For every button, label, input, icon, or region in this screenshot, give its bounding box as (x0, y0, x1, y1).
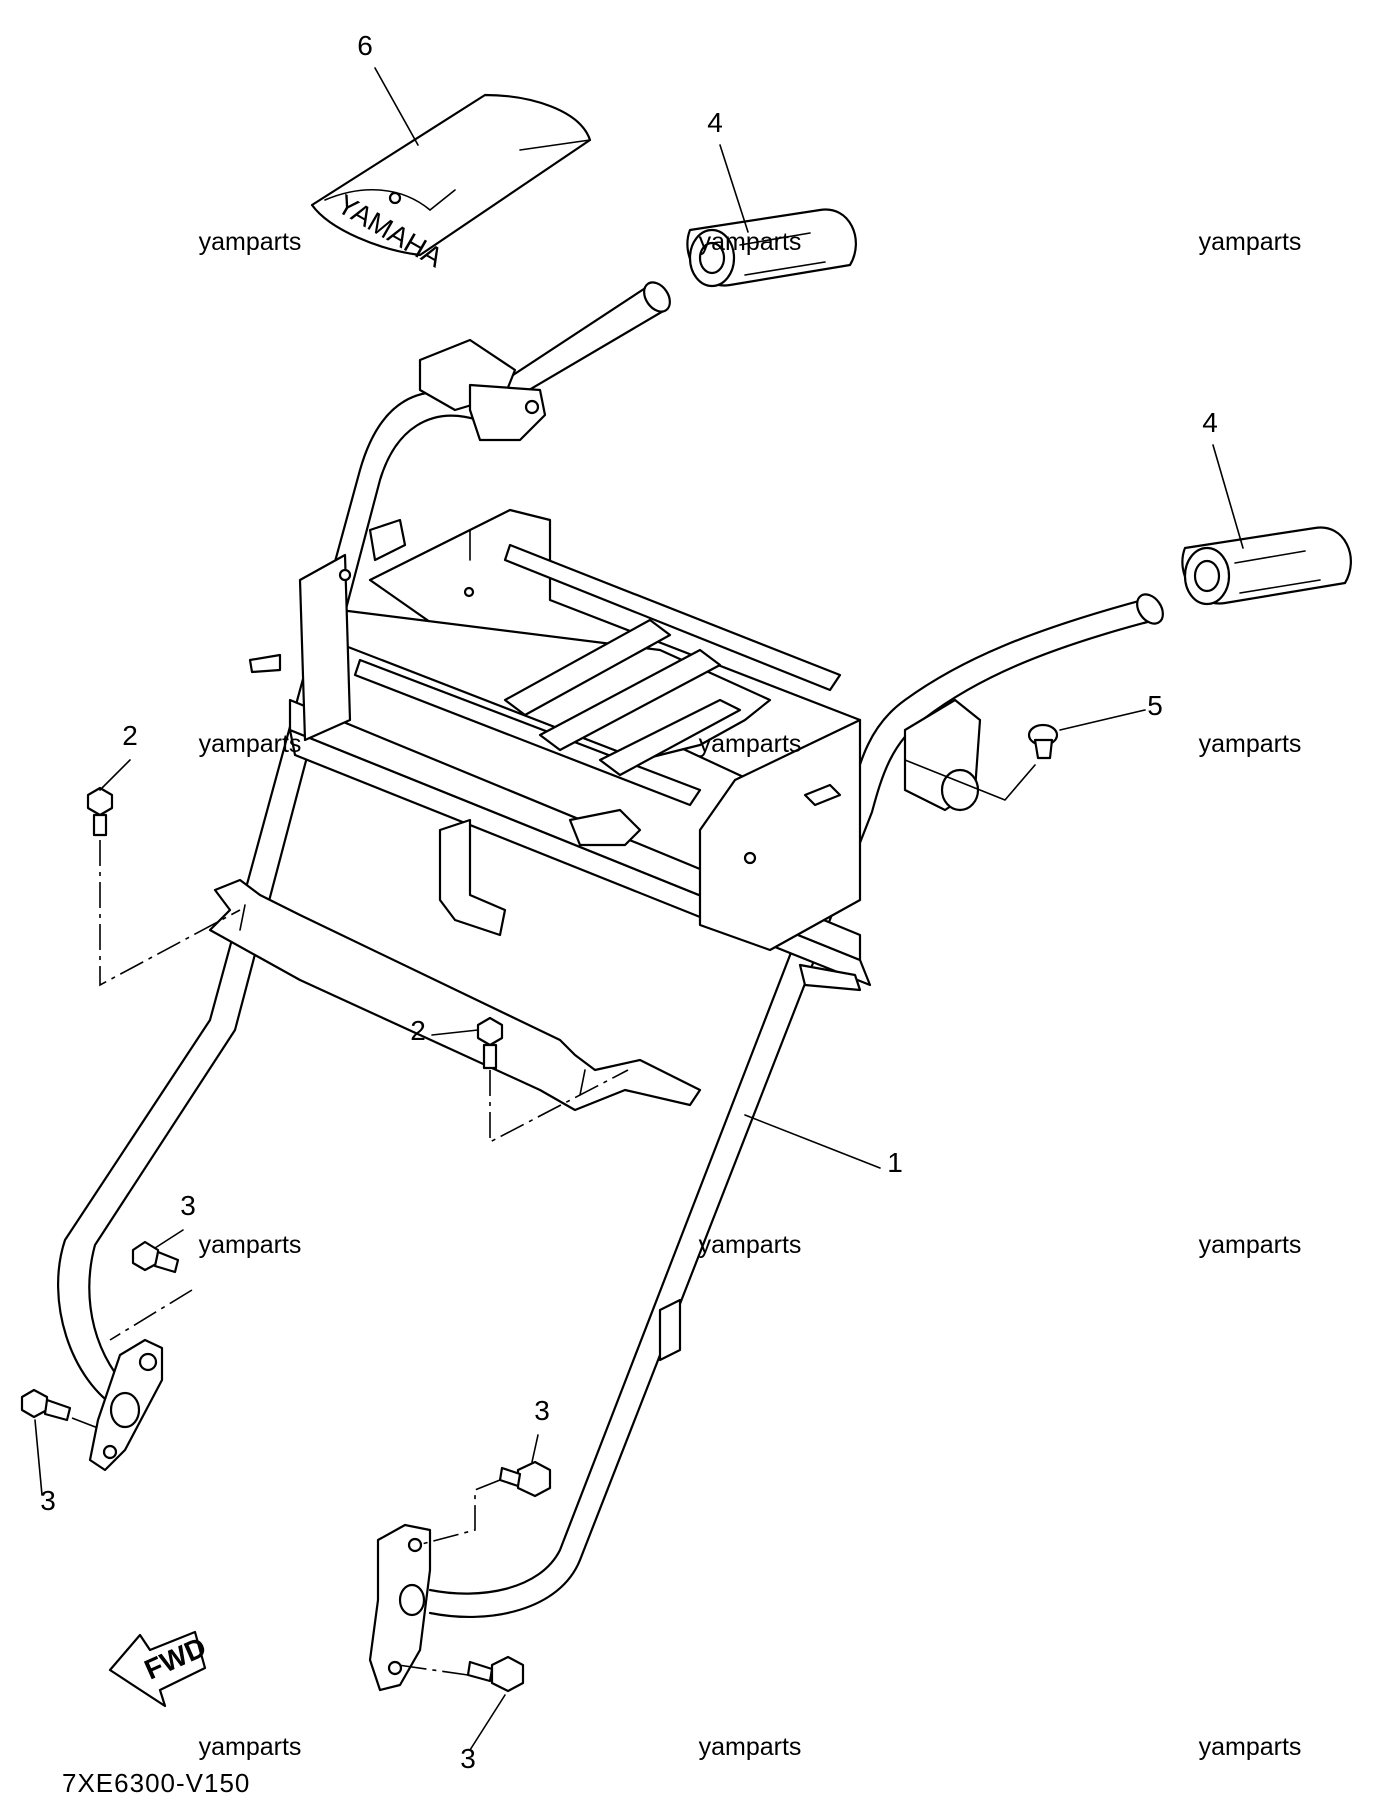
callout-3-c: 3 (534, 1395, 550, 1426)
grip-right (1181, 526, 1352, 606)
watermark-text: yamparts (1199, 1733, 1302, 1761)
watermark-text: yamparts (199, 228, 302, 256)
frame-assembly (57, 281, 1164, 1692)
bolt-3-a (131, 1240, 180, 1274)
callout-4-top: 4 (707, 107, 723, 138)
watermark-text: yamparts (1199, 1231, 1302, 1259)
watermark-layer: yamparts yamparts yamparts yamparts yamparts… (199, 228, 1302, 1761)
plug-5 (1027, 723, 1059, 760)
watermark-text: yamparts (699, 730, 802, 758)
callout-1: 1 (887, 1147, 903, 1178)
grip-top (686, 208, 857, 288)
watermark-text: yamparts (699, 1231, 802, 1259)
bolt-3-b (20, 1388, 72, 1422)
watermark-text: yamparts (1199, 228, 1302, 256)
callout-6: 6 (357, 30, 373, 61)
watermark-text: yamparts (199, 730, 302, 758)
bolt-2-left (86, 786, 114, 837)
watermark-text: yamparts (699, 228, 802, 256)
callout-numbers: 6 4 4 5 2 2 1 3 3 3 3 (40, 30, 1218, 1774)
bolt-2-center (476, 1016, 504, 1070)
callout-4-right: 4 (1202, 407, 1218, 438)
watermark-text: yamparts (199, 1231, 302, 1259)
callout-3-d: 3 (460, 1743, 476, 1774)
callout-5: 5 (1147, 690, 1163, 721)
diagram-code: 7XE6300-V150 (62, 1768, 250, 1798)
callout-2-left: 2 (122, 720, 138, 751)
bolt-3-d (466, 1655, 525, 1693)
fwd-arrow: FWD (108, 1630, 211, 1708)
leader-lines (34, 67, 1244, 1751)
watermark-text: yamparts (699, 1733, 802, 1761)
callout-3-a: 3 (180, 1190, 196, 1221)
bolt-3-c (498, 1460, 552, 1498)
handle-cover: YAMAHA (310, 93, 592, 273)
watermark-text: yamparts (1199, 730, 1302, 758)
callout-2-center: 2 (410, 1015, 426, 1046)
watermark-text: yamparts (199, 1733, 302, 1761)
callout-3-b: 3 (40, 1485, 56, 1516)
